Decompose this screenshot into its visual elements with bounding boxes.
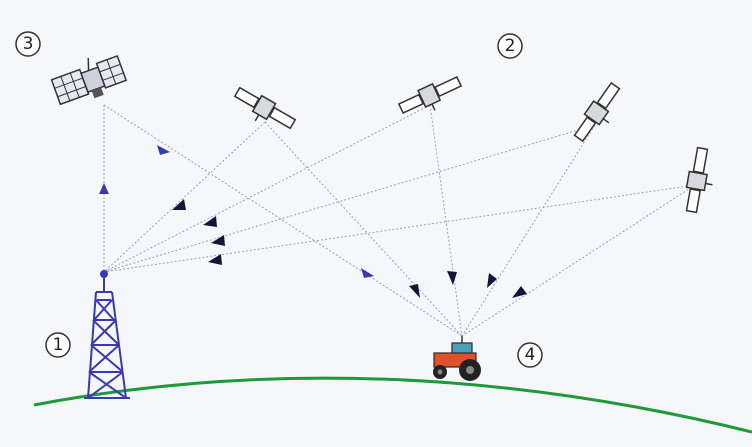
relay-satellite-icon bbox=[50, 54, 128, 106]
relay-arrow-upper bbox=[157, 145, 170, 155]
sat-a-tower-arrow bbox=[172, 199, 186, 210]
radio-tower-icon bbox=[84, 270, 130, 399]
sat-c-tractor-line bbox=[461, 124, 596, 337]
sat-c-tower-arrow bbox=[211, 235, 225, 246]
ground-line bbox=[33, 376, 752, 434]
label-gnss-satellites: 2 bbox=[497, 33, 523, 59]
sat-d-tower-line bbox=[103, 184, 696, 273]
label-tractor-text: 4 bbox=[525, 345, 536, 365]
sat-b-tractor-line bbox=[429, 104, 463, 337]
sat-c-tractor-arrow bbox=[487, 273, 497, 288]
tractor-icon bbox=[433, 336, 481, 381]
sat-a-tractor-arrow bbox=[409, 284, 420, 298]
satellite-icon bbox=[573, 81, 621, 143]
relay-downlink-line bbox=[103, 104, 463, 337]
satellite-icon bbox=[397, 75, 463, 115]
sat-d-tractor-arrow bbox=[512, 286, 527, 298]
relay-arrow-lower bbox=[361, 268, 374, 278]
satellite-icon bbox=[233, 86, 297, 130]
sat-b-tower-line bbox=[103, 104, 431, 273]
sat-b-tractor-arrow bbox=[447, 271, 457, 285]
sat-d-tower-arrow bbox=[208, 254, 222, 265]
label-relay-satellite: 3 bbox=[15, 31, 41, 57]
label-gnss-satellites-text: 2 bbox=[505, 36, 516, 56]
label-tractor: 4 bbox=[517, 342, 543, 368]
label-tower-text: 1 bbox=[53, 335, 64, 355]
signal-arrows bbox=[99, 145, 527, 298]
sat-c-tower-line bbox=[103, 124, 596, 273]
sat-b-tower-arrow bbox=[203, 216, 217, 227]
satellite-icon bbox=[685, 146, 713, 214]
sat-a-tower-line bbox=[103, 121, 266, 273]
signal-lines bbox=[103, 104, 696, 337]
label-tower: 1 bbox=[45, 332, 71, 358]
sat-a-tractor-line bbox=[264, 121, 463, 337]
uplink-arrow bbox=[99, 183, 109, 194]
label-relay-satellite-text: 3 bbox=[23, 34, 34, 54]
